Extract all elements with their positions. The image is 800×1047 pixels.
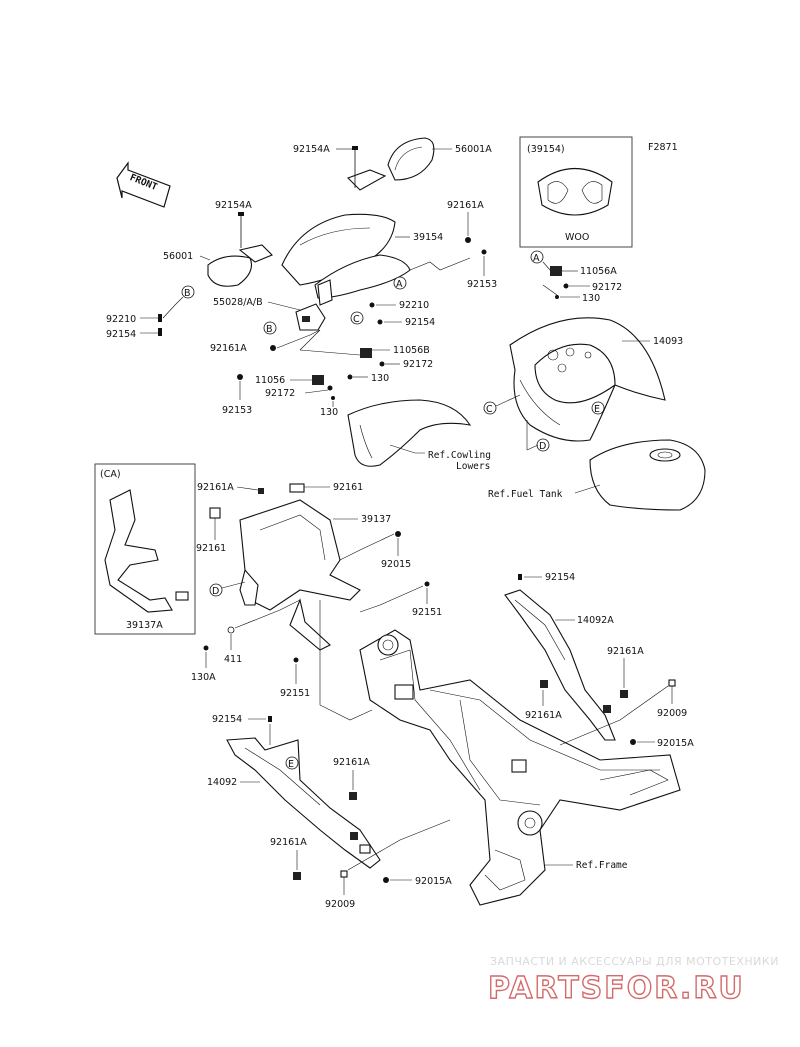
label-92172-low: 92172	[265, 388, 295, 399]
label-92161A-top: 92161A	[447, 200, 484, 211]
watermark-line1: ЗАПЧАСТИ И АКСЕССУАРЫ ДЛЯ МОТОТЕХНИКИ	[490, 955, 779, 968]
label-411: 411	[224, 654, 242, 665]
front-arrow-icon: FRONT	[116, 161, 171, 208]
inset-39154-title: (39154)	[527, 144, 565, 155]
label-130-mid: 130	[371, 373, 389, 384]
label-92151-right: 92151	[412, 607, 442, 618]
label-14092A: 14092A	[577, 615, 614, 626]
label-11056B: 11056B	[393, 345, 430, 356]
label-92210-mid: 92210	[399, 300, 429, 311]
ref-marker-e2-text: E	[288, 759, 294, 770]
watermark-line2: PARTSFOR.RU	[488, 971, 745, 1006]
ref-marker-a1-text: A	[396, 279, 403, 290]
label-92161A-lowleft1: 92161A	[333, 757, 370, 768]
figure-code: F2871	[648, 142, 678, 153]
label-14093: 14093	[653, 336, 683, 347]
label-92154-mid: 92154	[405, 317, 435, 328]
ref-cowling-line2: Lowers	[456, 461, 490, 472]
inset-ca: (CA) 39137A	[94, 463, 196, 635]
ref-marker-c2	[483, 401, 497, 415]
bracket-55028	[295, 279, 333, 331]
cowling-lower-ref	[347, 399, 472, 467]
label-56001A: 56001A	[455, 144, 492, 155]
inset-ca-part: 39137A	[126, 620, 163, 631]
ref-marker-d2	[209, 583, 223, 597]
mirror-right	[347, 137, 435, 191]
label-92161A-frame: 92161A	[197, 482, 234, 493]
label-92154A-left: 92154A	[215, 200, 252, 211]
label-92161A-right1: 92161A	[607, 646, 644, 657]
label-39154: 39154	[413, 232, 443, 243]
inset-39154: (39154) WOO	[519, 136, 633, 248]
ref-marker-a2	[530, 250, 544, 264]
ref-marker-e1-text: E	[594, 404, 600, 415]
ref-marker-c1-text: C	[353, 314, 360, 325]
label-92154-left: 92154	[106, 329, 136, 340]
side-cover-14092	[226, 737, 381, 869]
ref-marker-e2	[285, 756, 299, 770]
inset-39154-caption: WOO	[565, 232, 589, 243]
label-92172-mid: 92172	[403, 359, 433, 370]
label-92151-low: 92151	[280, 688, 310, 699]
label-92161A-lowleft2: 92161A	[270, 837, 307, 848]
label-92015A-low: 92015A	[415, 876, 452, 887]
ref-fuel-tank: Ref.Fuel Tank	[488, 489, 563, 500]
label-130-low: 130	[320, 407, 338, 418]
fuel-tank-ref	[589, 439, 706, 511]
label-92153-low: 92153	[222, 405, 252, 416]
label-92210-left: 92210	[106, 314, 136, 325]
label-39137: 39137	[361, 514, 391, 525]
ref-marker-a2-text: A	[533, 253, 540, 264]
label-14092: 14092	[207, 777, 237, 788]
ref-marker-d1-text: D	[539, 441, 546, 452]
ref-marker-b2-text: B	[266, 324, 273, 335]
label-92015: 92015	[381, 559, 411, 570]
frame-bracket-39137	[209, 483, 361, 651]
label-11056A: 11056A	[580, 266, 617, 277]
ref-marker-c1	[350, 311, 364, 325]
label-92172-right: 92172	[592, 282, 622, 293]
ref-marker-d2-text: D	[212, 586, 219, 597]
main-frame-ref	[359, 629, 681, 906]
ref-marker-b1	[181, 285, 195, 299]
label-92161A-right2: 92161A	[525, 710, 562, 721]
ref-marker-b2	[263, 321, 277, 335]
label-92154A-top: 92154A	[293, 144, 330, 155]
upper-cowl-39154	[281, 213, 411, 299]
label-92154-lowleft: 92154	[212, 714, 242, 725]
inner-panel-14093	[509, 317, 666, 442]
label-92009-right: 92009	[657, 708, 687, 719]
label-92161A-mid: 92161A	[210, 343, 247, 354]
label-92161-frame-left: 92161	[196, 543, 226, 554]
label-56001: 56001	[163, 251, 193, 262]
inset-ca-title: (CA)	[100, 469, 121, 480]
ref-frame: Ref.Frame	[576, 860, 628, 871]
label-92153-top: 92153	[467, 279, 497, 290]
ref-marker-c2-text: C	[486, 404, 493, 415]
mirror-left	[207, 212, 273, 287]
label-11056: 11056	[255, 375, 285, 386]
label-130-right: 130	[582, 293, 600, 304]
ref-marker-d1	[536, 438, 550, 452]
label-92154-right: 92154	[545, 572, 575, 583]
ref-marker-b1-text: B	[184, 288, 191, 299]
ref-marker-a1	[393, 276, 407, 290]
side-cover-14092A	[504, 589, 628, 741]
label-92015A-right: 92015A	[657, 738, 694, 749]
label-130A: 130A	[191, 672, 216, 683]
ref-marker-e1	[591, 401, 605, 415]
label-55028: 55028/A/B	[213, 297, 263, 308]
label-92161-frame-top: 92161	[333, 482, 363, 493]
ref-cowling-line1: Ref.Cowling	[428, 450, 491, 461]
label-92009-low: 92009	[325, 899, 355, 910]
